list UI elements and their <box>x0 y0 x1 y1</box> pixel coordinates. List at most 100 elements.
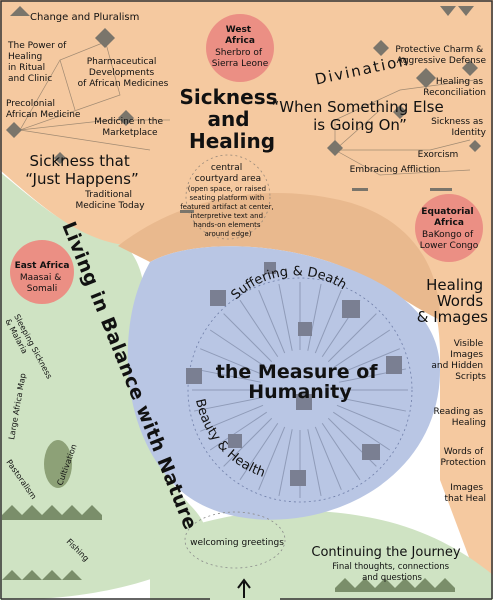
measure-ring <box>187 277 413 503</box>
identity-label: Sickness as Identity <box>431 117 487 138</box>
reconciliation-label: Healing as Reconciliation <box>423 77 486 98</box>
marker <box>95 28 115 48</box>
marker <box>298 322 312 336</box>
cultivation-ellipse <box>44 440 72 488</box>
ray-line <box>321 422 361 481</box>
marker <box>458 6 474 16</box>
traditional-medicine-label: Traditional Medicine Today <box>75 190 145 211</box>
east-africa-people: Maasai & Somali <box>20 273 64 294</box>
ray-line <box>336 348 400 376</box>
exorcism-label: Exorcism <box>418 150 459 160</box>
ray-line <box>327 313 377 363</box>
ray-line <box>314 426 342 490</box>
marker <box>296 394 312 410</box>
equatorial-africa-name: Equatorial Africa <box>421 207 476 228</box>
ray-line <box>307 429 322 497</box>
zigzag-border <box>335 578 455 592</box>
journey-region <box>150 510 493 600</box>
exhibit-markers <box>2 6 481 592</box>
change-pluralism-label: Change and Pluralism <box>30 12 139 23</box>
equatorial-africa-badge <box>415 194 483 262</box>
measure-title: the Measure of Humanity <box>216 361 384 403</box>
pharmaceutical-label: Pharmaceutical Developments of African M… <box>78 57 169 89</box>
marker <box>210 290 226 306</box>
east-africa-name: East Africa <box>15 261 70 271</box>
ray-line <box>332 411 391 451</box>
marker <box>327 140 343 156</box>
marker <box>362 444 380 460</box>
marker <box>228 434 242 448</box>
welcoming-outline <box>184 511 286 569</box>
images-heal-label: Images that Heal <box>445 483 486 504</box>
reading-healing-label: Reading as Healing <box>434 407 486 428</box>
words-protection-label: Words of Protection <box>440 447 486 468</box>
ray-line <box>258 426 286 490</box>
ray-line <box>193 368 261 383</box>
visible-images-label: Visible Images and Hidden Scripts <box>431 339 486 382</box>
marker <box>6 122 22 138</box>
marker <box>54 152 66 164</box>
marker <box>469 140 481 152</box>
ray-line <box>239 299 279 358</box>
measure-rays <box>192 282 408 498</box>
ray-line <box>200 348 264 376</box>
marker <box>440 6 456 16</box>
marker <box>416 68 436 88</box>
ray-line <box>223 417 273 467</box>
west-africa-people: Sherbro of Sierra Leone <box>212 48 269 69</box>
marker <box>118 110 134 126</box>
marker <box>10 6 30 16</box>
healing-words-title: Healing Words & Images <box>417 276 488 326</box>
zigzag-border <box>2 570 82 580</box>
ray-line <box>209 411 268 451</box>
east-africa-badge <box>10 240 74 304</box>
zigzag-border <box>2 505 102 520</box>
ray-line <box>332 329 391 369</box>
ray-line <box>314 290 342 354</box>
sickness-connectors <box>19 39 476 176</box>
ray-line <box>239 422 279 481</box>
continuing-journey-subtitle: Final thoughts, connections and question… <box>332 562 452 583</box>
ray-line <box>193 397 261 412</box>
ray-line <box>307 283 322 351</box>
embracing-affliction-label: Embracing Affliction <box>350 165 441 175</box>
west-africa-badge <box>206 14 274 82</box>
ray-line <box>258 290 286 354</box>
marker <box>393 105 407 119</box>
ray-line <box>336 404 400 432</box>
precolonial-label: Precolonial African Medicine <box>6 99 81 120</box>
ray-line <box>339 397 407 412</box>
ray-line <box>278 283 293 351</box>
marker <box>430 188 452 191</box>
sickness-healing-title: Sickness and Healing <box>180 85 285 153</box>
courtyard-title: central courtyard area <box>195 163 261 184</box>
welcoming-greetings-label: welcoming greetings <box>190 538 284 548</box>
equatorial-africa-people: BaKongo of Lower Congo <box>420 230 479 251</box>
marker <box>180 210 194 213</box>
ray-line <box>200 404 264 432</box>
sickness-overlap-region <box>118 192 440 320</box>
marker <box>186 368 202 384</box>
ray-line <box>223 313 273 363</box>
continuing-journey-title: Continuing the Journey <box>311 545 461 560</box>
marker <box>342 300 360 318</box>
marker <box>386 356 402 374</box>
ray-line <box>278 429 293 497</box>
marker <box>373 40 389 56</box>
marker <box>462 60 478 76</box>
just-happens-label: Sickness that “Just Happens” <box>25 152 139 188</box>
courtyard-outline <box>185 154 271 240</box>
marker <box>264 262 276 274</box>
measure-markers <box>186 262 402 486</box>
ray-line <box>209 329 268 369</box>
marketplace-label: Medicine in the Marketplace <box>94 117 166 138</box>
entrance-arrow-icon <box>237 578 251 598</box>
power-of-healing-label: The Power of Healing in Ritual and Clini… <box>7 41 69 84</box>
marker <box>290 470 306 486</box>
marker <box>352 188 368 191</box>
something-else-label: “When Something Else is Going On” <box>272 98 449 134</box>
west-africa-name: West Africa <box>225 25 255 46</box>
